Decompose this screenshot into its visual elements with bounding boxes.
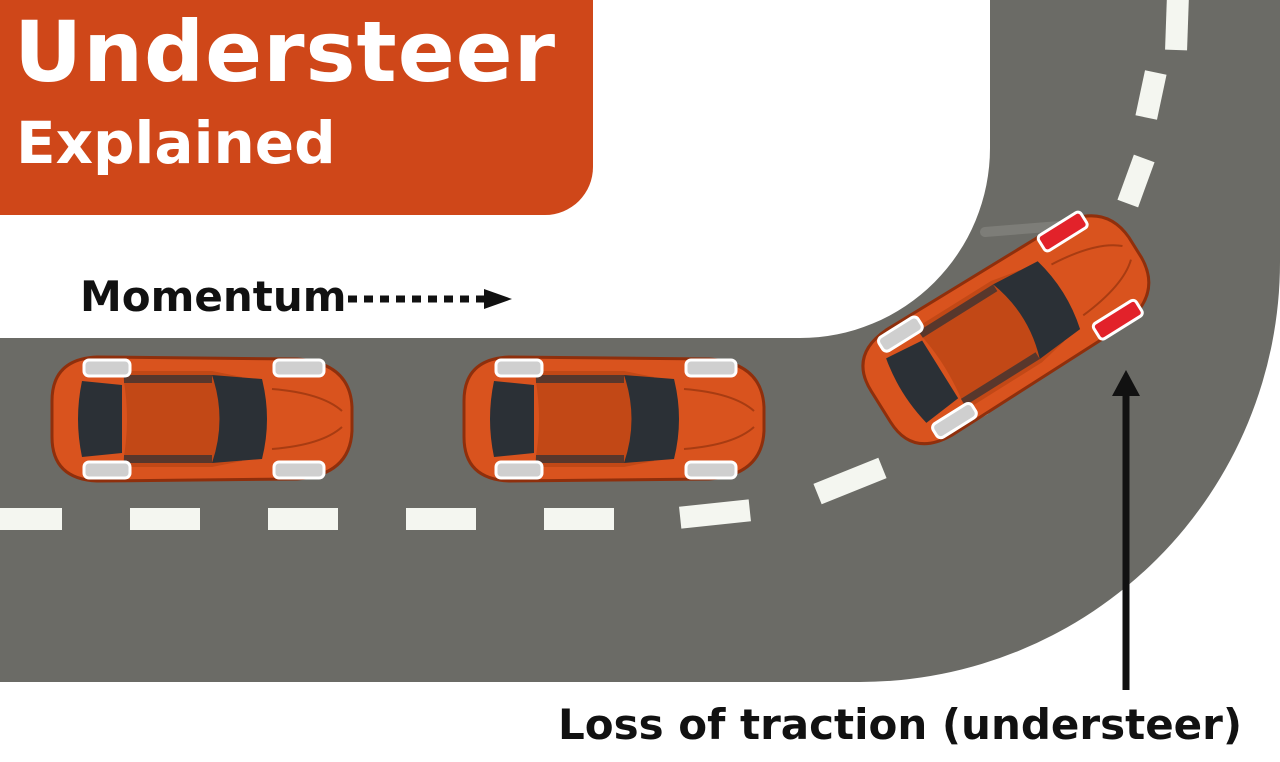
car-straight-1: [50, 355, 354, 483]
tire-rear-left: [494, 358, 544, 378]
tire-rear-right: [931, 402, 978, 440]
tire-front-left-slipping: [1036, 210, 1089, 253]
lane-markings: [0, 0, 1189, 530]
car-understeer: [846, 193, 1170, 461]
tire-front-right: [272, 460, 326, 480]
loss-of-traction-label: Loss of traction (understeer): [558, 700, 1243, 749]
page-subtitle: Explained: [16, 109, 336, 177]
title-box: Understeer Explained: [0, 0, 593, 215]
tire-front-left: [272, 358, 326, 378]
traction-loss-arrow: [1112, 370, 1140, 690]
tire-front-left: [684, 358, 738, 378]
momentum-label: Momentum: [80, 272, 347, 321]
skid-smear: [980, 221, 1065, 237]
car-straight-2: [462, 355, 766, 483]
page-title: Understeer: [14, 3, 557, 101]
tire-front-right-slipping: [1091, 298, 1144, 341]
tire-rear-right: [82, 460, 132, 480]
tire-rear-left: [877, 315, 924, 353]
tire-front-right: [684, 460, 738, 480]
tire-rear-left: [82, 358, 132, 378]
tire-rear-right: [494, 460, 544, 480]
momentum-arrow: [348, 289, 512, 309]
